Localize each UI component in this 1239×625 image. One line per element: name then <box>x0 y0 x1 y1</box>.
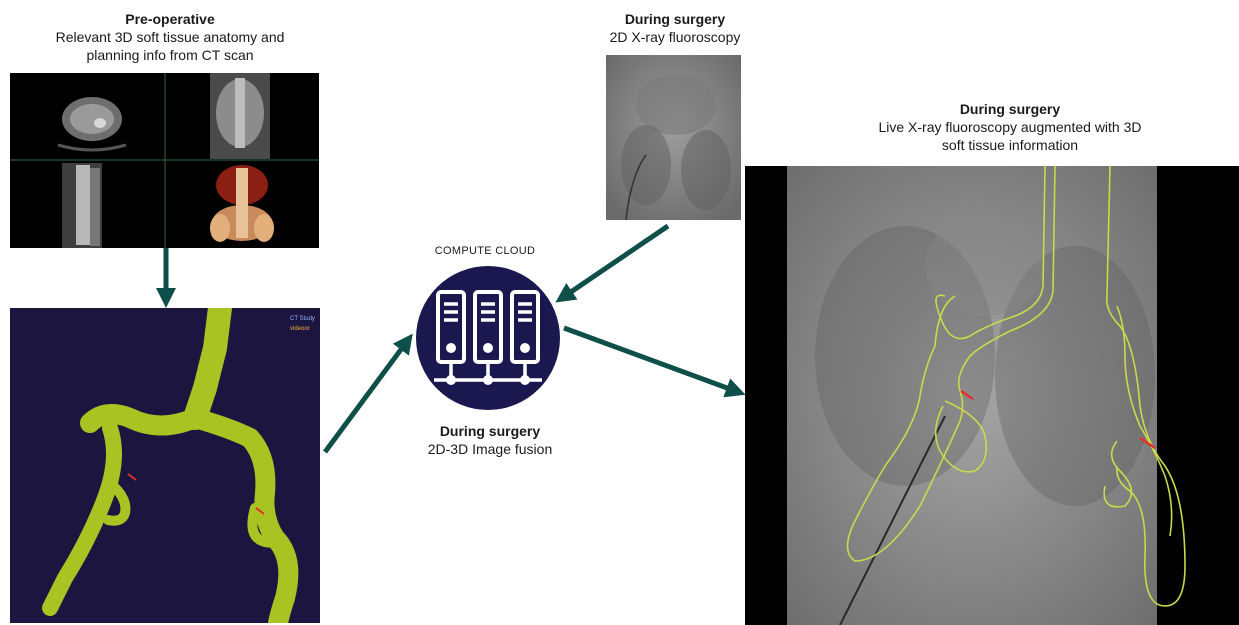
preop-title: Pre-operative <box>40 10 300 28</box>
xray-caption: During surgery 2D X-ray fluoroscopy <box>560 10 790 46</box>
fusion-caption: During surgery 2D-3D Image fusion <box>395 422 585 458</box>
fused-title: During surgery <box>840 100 1180 118</box>
xray-title: During surgery <box>560 10 790 28</box>
viewer-overlay-study: CT Study <box>290 316 315 322</box>
arrow-xray-to-cloud <box>562 226 668 298</box>
ct-scan-image <box>10 73 319 248</box>
ct-sagittal-slice <box>62 163 102 248</box>
fusion-description: 2D-3D Image fusion <box>395 440 585 458</box>
ct-coronal-slice <box>210 73 270 159</box>
fused-description-line1: Live X-ray fluoroscopy augmented with 3D <box>840 118 1180 136</box>
arrow-cloud-to-output <box>564 328 738 392</box>
compute-cloud-label: COMPUTE CLOUD <box>405 245 565 257</box>
aorta-vessel-model <box>50 308 288 623</box>
vessel-3d-render: CT Study videoor <box>10 308 320 623</box>
server-rack-icon <box>414 264 562 412</box>
xray-description: 2D X-ray fluoroscopy <box>560 28 790 46</box>
preop-description-line1: Relevant 3D soft tissue anatomy and <box>40 28 300 46</box>
ct-axial-slice <box>58 97 126 150</box>
xray-fluoroscopy-image <box>606 55 741 220</box>
ct-3d-render <box>210 165 274 242</box>
augmented-fluoroscopy-image <box>745 166 1239 625</box>
preop-description-line2: planning info from CT scan <box>40 46 300 64</box>
marker-left <box>128 474 136 480</box>
fusion-title: During surgery <box>395 422 585 440</box>
fused-caption: During surgery Live X-ray fluoroscopy au… <box>840 100 1180 154</box>
fused-description-line2: soft tissue information <box>840 136 1180 154</box>
viewer-overlay-user: videoor <box>290 326 310 332</box>
preop-caption: Pre-operative Relevant 3D soft tissue an… <box>40 10 300 64</box>
